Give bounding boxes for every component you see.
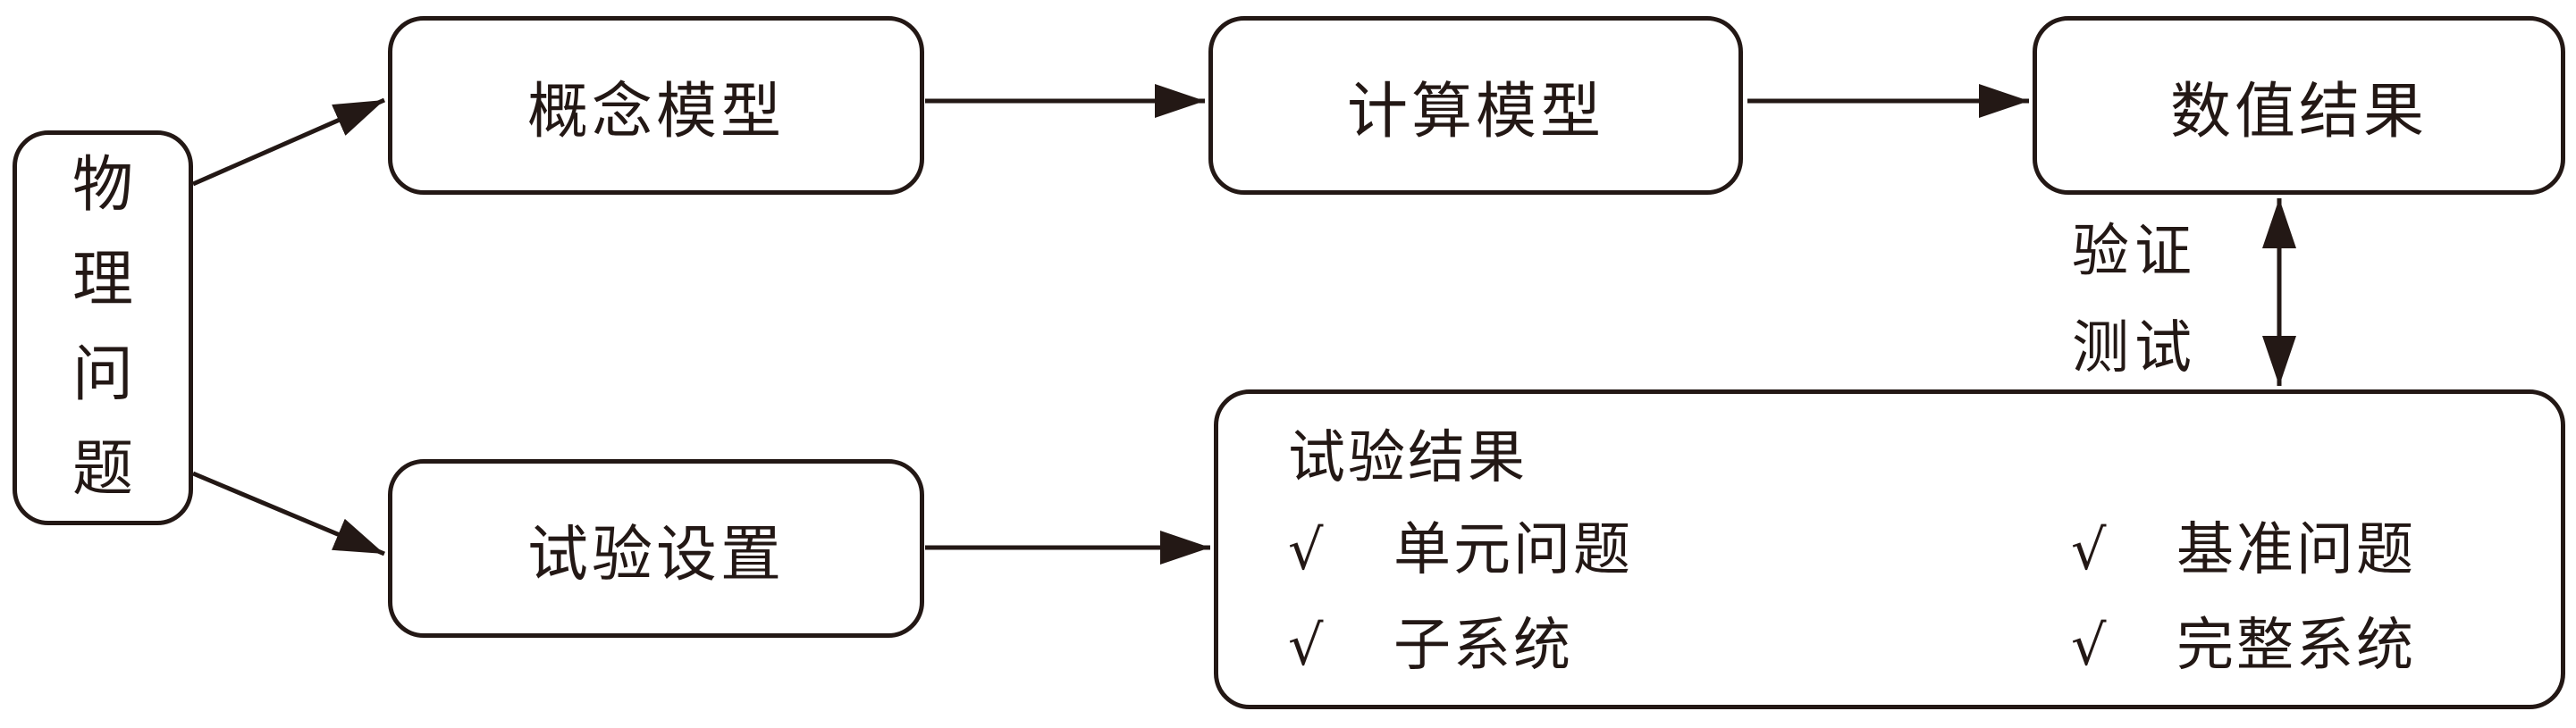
computational-model-box: 计算模型 [1208,16,1743,195]
test-results-item-label: 基准问题 [2176,517,2416,583]
check-icon: √ [1288,517,1324,582]
validation-label: 验证 测试 [2072,223,2197,377]
test-setup-label: 试验设置 [526,519,785,590]
check-icon: √ [1288,613,1324,678]
physical-problem-box: 物 理 问 题 [13,130,193,525]
validation-label-line2: 测试 [2072,315,2197,381]
test-setup-box: 试验设置 [388,459,924,638]
conceptual-model-label: 概念模型 [526,76,785,147]
test-results-box: 试验结果 √ 单元问题 √ 基准问题 √ 子系统 √ 完整系统 [1214,389,2565,709]
conceptual-model-box: 概念模型 [388,16,924,195]
test-results-item: √ 基准问题 [2071,517,2416,583]
test-results-item: √ 完整系统 [2071,613,2416,679]
check-icon: √ [2071,613,2107,678]
arrow-physical-to-test-setup [192,471,385,556]
test-results-item-label: 完整系统 [2176,613,2416,679]
computational-model-label: 计算模型 [1346,76,1604,147]
test-results-item-label: 单元问题 [1393,517,1633,583]
check-icon: √ [2071,517,2107,582]
numerical-results-box: 数值结果 [2033,16,2565,195]
test-results-title: 试验结果 [1288,425,1528,491]
test-results-item: √ 子系统 [1288,613,1573,679]
physical-problem-char: 题 [72,434,133,505]
numerical-results-label: 数值结果 [2169,76,2428,147]
arrow-physical-to-conceptual [191,97,386,187]
validation-label-line1: 验证 [2072,219,2197,285]
physical-problem-char: 问 [72,339,133,410]
test-results-item-label: 子系统 [1393,613,1573,679]
test-results-item: √ 单元问题 [1288,517,1633,583]
physical-problem-char: 理 [72,245,133,315]
physical-problem-char: 物 [72,150,133,221]
